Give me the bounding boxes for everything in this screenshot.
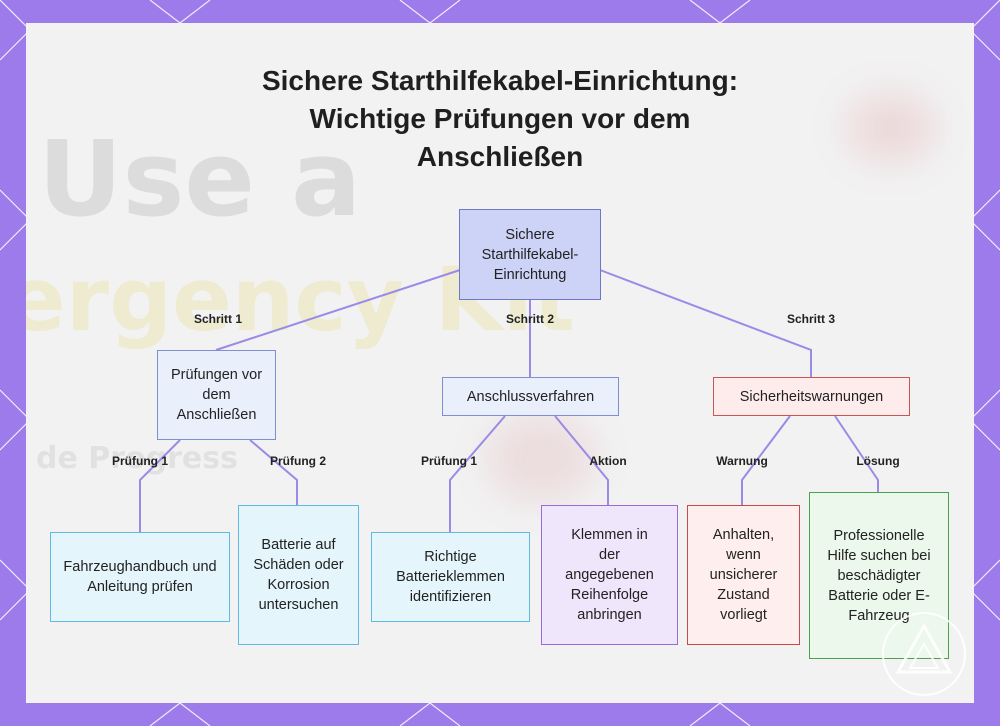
node-label: Klemmen in der angegebenen Reihenfolge a… bbox=[565, 527, 654, 623]
node-label: Anschlussverfahren bbox=[466, 388, 595, 405]
node-label: Anhalten, wenn unsicherer Zustand vorlie… bbox=[709, 527, 778, 623]
edge-label-check-1: Prüfung 1 bbox=[421, 454, 477, 468]
edge-label-check-1: Prüfung 1 bbox=[112, 454, 168, 468]
node-connection-procedure: Anschlussverfahren bbox=[442, 377, 619, 416]
node-label: Sicherheitswarnungen bbox=[739, 388, 884, 405]
node-label: Batterie auf Schäden oder Korrosion unte… bbox=[253, 537, 344, 613]
edge-label-warning: Warnung bbox=[716, 454, 768, 468]
title-line: Wichtige Prüfungen vor dem bbox=[309, 103, 691, 134]
node-label: Richtige Batterieklemmen identifizieren bbox=[396, 549, 505, 605]
node-label: Prüfungen vor dem Anschließen bbox=[170, 367, 263, 423]
node-root: Sichere Starthilfekabel-Einrichtung bbox=[459, 209, 601, 300]
node-check-manual: Fahrzeughandbuch und Anleitung prüfen bbox=[50, 532, 230, 622]
node-label: Professionelle Hilfe suchen bei beschädi… bbox=[827, 527, 931, 624]
edge-label-solution: Lösung bbox=[856, 454, 900, 468]
edge-label-step-2: Schritt 2 bbox=[505, 312, 555, 326]
edge-label-action: Aktion bbox=[589, 454, 627, 468]
title-line: Sichere Starthilfekabel-Einrichtung: bbox=[261, 65, 739, 96]
node-label: Sichere Starthilfekabel-Einrichtung bbox=[481, 226, 579, 283]
edge-label-step-3: Schritt 3 bbox=[786, 312, 836, 326]
node-stop-if-unsafe: Anhalten, wenn unsicherer Zustand vorlie… bbox=[687, 505, 800, 645]
edge-label-check-2: Prüfung 2 bbox=[270, 454, 326, 468]
title-line: Anschließen bbox=[416, 141, 584, 172]
background-blob bbox=[846, 93, 936, 163]
node-label: Fahrzeughandbuch und Anleitung prüfen bbox=[63, 559, 217, 595]
node-inspect-battery: Batterie auf Schäden oder Korrosion unte… bbox=[238, 505, 359, 645]
node-identify-clamps: Richtige Batterieklemmen identifizieren bbox=[371, 532, 530, 622]
edge-label-step-1: Schritt 1 bbox=[193, 312, 243, 326]
node-safety-warnings: Sicherheitswarnungen bbox=[713, 377, 910, 416]
node-pre-connection-checks: Prüfungen vor dem Anschließen bbox=[157, 350, 276, 440]
background-blob bbox=[486, 413, 596, 503]
diagram-title: Sichere Starthilfekabel-Einrichtung: Wic… bbox=[0, 62, 1000, 176]
node-attach-clamps-in-order: Klemmen in der angegebenen Reihenfolge a… bbox=[541, 505, 678, 645]
triangle-logo-icon bbox=[882, 612, 966, 696]
